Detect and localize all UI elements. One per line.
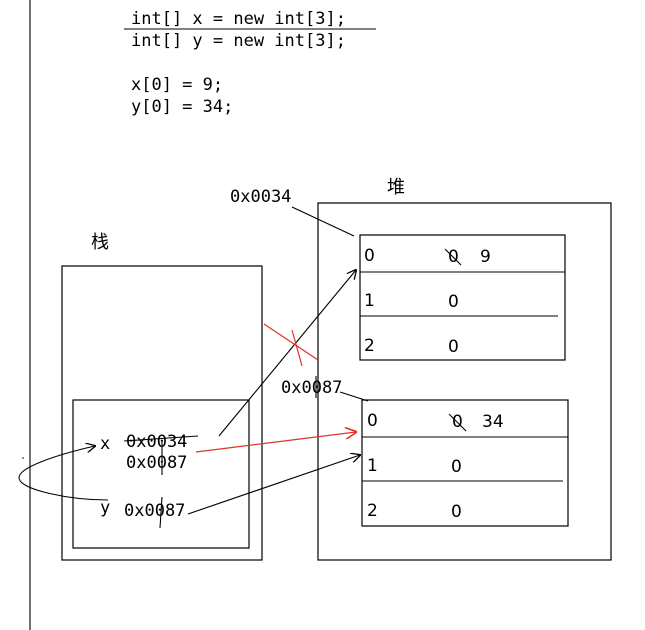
heap-array-2-value-2: 0 (451, 502, 462, 522)
code-line-1: int[] x = new int[3]; (131, 9, 346, 29)
x-reference-arrow-new (195, 432, 356, 453)
stack-var-x: x 0x0034 0x0087 (100, 432, 199, 473)
strikethrough (448, 413, 467, 432)
stack-label: 栈 (91, 232, 109, 253)
heap-array-2-index-2: 2 (367, 501, 378, 521)
heap-array-2-address: 0x0087 (281, 378, 342, 398)
heap-array-1-address-pointer (291, 206, 355, 237)
stack-var-x-name: x (100, 434, 110, 454)
heap-array-1-index-1: 1 (364, 291, 375, 311)
heap-array-2 (361, 399, 569, 527)
heap-array-1-value-1: 0 (448, 292, 459, 312)
code-block: int[] x = new int[3]; int[] y = new int[… (124, 9, 376, 117)
code-line-4: y[0] = 34; (131, 97, 233, 117)
heap-array-2-value-0: 34 (482, 412, 504, 432)
heap-array-2-index-0: 0 (367, 411, 378, 431)
stack-frame (72, 399, 250, 549)
cross-mark (263, 323, 319, 367)
heap-box (317, 202, 612, 561)
stack-var-x-old-value: 0x0034 (126, 432, 187, 452)
x-reference-arrow-original (218, 270, 356, 437)
assign-y-to-x-arrow (18, 446, 109, 501)
strikethrough (123, 435, 199, 442)
stack-var-y-name: y (100, 498, 110, 518)
heap-array-1 (359, 234, 566, 361)
heap-array-1-index-2: 2 (364, 336, 375, 356)
heap-array-1-index-0: 0 (364, 246, 375, 266)
heap-array-1-address: 0x0034 (230, 187, 291, 207)
stack-var-x-new-value: 0x0087 (126, 453, 187, 473)
code-line-3: x[0] = 9; (131, 75, 223, 95)
stack-var-y: y 0x0087 (100, 498, 185, 521)
heap-label: 堆 (387, 177, 405, 198)
y-reference-arrow (187, 455, 360, 515)
dot-mark (22, 457, 24, 459)
heap-array-2-value-1: 0 (451, 457, 462, 477)
tick-mark (159, 496, 163, 529)
stack-var-y-value: 0x0087 (124, 501, 185, 521)
strikethrough (444, 248, 462, 266)
heap-array-2-index-1: 1 (367, 456, 378, 476)
code-line-2: int[] y = new int[3]; (131, 31, 346, 51)
heap-array-1-value-2: 0 (448, 337, 459, 357)
heap-array-1-value-0: 9 (480, 247, 491, 267)
stack-box (61, 265, 263, 561)
